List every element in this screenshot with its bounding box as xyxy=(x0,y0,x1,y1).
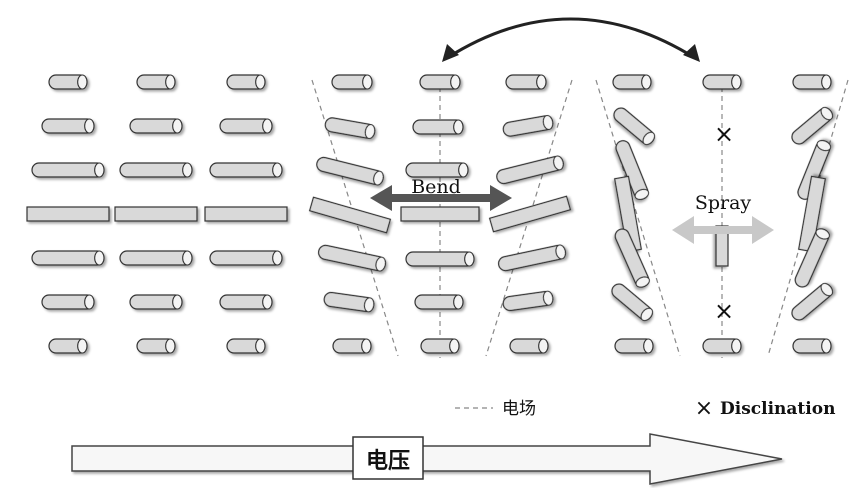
molecule-slab xyxy=(797,175,827,253)
molecule-cylinder xyxy=(31,250,105,266)
legend-disclination-label: Disclination xyxy=(720,399,835,419)
molecule-cylinder xyxy=(136,74,176,90)
molecule-cylinder xyxy=(324,117,376,140)
molecule-slab xyxy=(488,195,572,233)
molecule-cylinder xyxy=(316,156,384,186)
molecule-slab xyxy=(26,206,110,222)
molecule-slab xyxy=(400,206,480,222)
molecule-cylinder xyxy=(613,107,656,146)
molecule-cylinder xyxy=(414,294,464,310)
molecule-cylinder xyxy=(317,244,387,272)
molecule-slab xyxy=(114,206,198,222)
molecule-cylinder xyxy=(497,244,567,272)
molecule-cylinder xyxy=(502,114,554,137)
molecule-cylinder xyxy=(797,139,832,200)
molecule-cylinder xyxy=(332,338,372,354)
voltage-label: 电压 xyxy=(366,449,410,474)
molecule-cylinder xyxy=(502,290,554,312)
molecule-cylinder xyxy=(702,74,742,90)
bend-label: Bend xyxy=(411,176,461,198)
molecule-cylinder xyxy=(420,338,460,354)
molecule-cylinder xyxy=(41,118,95,134)
field-lines xyxy=(311,78,849,358)
transition-curve-arrow xyxy=(446,17,696,60)
molecule-cylinder xyxy=(791,282,834,321)
molecule-cylinder xyxy=(702,338,742,354)
molecule-cylinder xyxy=(611,283,654,322)
molecule-cylinder xyxy=(209,162,283,178)
molecule-cylinder xyxy=(136,338,176,354)
spray-arrow xyxy=(672,216,774,244)
disclination-mark: × xyxy=(714,297,734,325)
molecule-cylinder xyxy=(323,291,375,313)
molecule-cylinder xyxy=(791,106,834,145)
molecule-cylinder xyxy=(792,338,832,354)
molecule-cylinder xyxy=(31,162,105,178)
molecule-cylinder xyxy=(496,155,564,185)
molecule-cylinder xyxy=(119,162,193,178)
field-line xyxy=(595,79,681,357)
molecule-slab xyxy=(308,196,392,234)
molecule-cylinder xyxy=(119,250,193,266)
molecule-cylinder xyxy=(405,162,469,178)
molecule-slab xyxy=(204,206,288,222)
curve-arrowhead-left xyxy=(442,44,459,62)
molecule-layer xyxy=(26,74,834,354)
molecule-cylinder xyxy=(219,294,273,310)
voltage-label-box xyxy=(352,436,424,480)
molecule-cylinder xyxy=(226,74,266,90)
molecule-cylinder xyxy=(614,338,654,354)
molecule-cylinder xyxy=(48,74,88,90)
voltage-arrow xyxy=(71,433,783,485)
spray-label: Spray xyxy=(695,192,752,214)
molecule-cylinder xyxy=(331,74,373,90)
molecule-cylinder xyxy=(419,74,461,90)
molecule-cylinder xyxy=(226,338,266,354)
legend-disclination-mark: × xyxy=(695,396,713,421)
molecule-cylinder xyxy=(209,250,283,266)
molecule-cylinder xyxy=(219,118,273,134)
bend-arrow xyxy=(370,185,512,211)
molecule-cylinder xyxy=(41,294,95,310)
molecule-cylinder xyxy=(129,294,183,310)
molecule-cylinder xyxy=(48,338,88,354)
molecule-cylinder xyxy=(509,338,549,354)
molecule-cylinder xyxy=(129,118,183,134)
molecule-cylinder xyxy=(412,119,464,135)
molecule-cylinder xyxy=(792,74,832,90)
molecule-cylinder xyxy=(794,228,830,288)
legend-field-label: 电场 xyxy=(502,399,536,419)
molecule-cylinder xyxy=(505,74,547,90)
curve-arrowhead-right xyxy=(683,44,700,62)
molecule-cylinder xyxy=(612,74,652,90)
field-line xyxy=(767,79,849,357)
molecule-cylinder xyxy=(614,228,650,288)
molecule-cylinder xyxy=(405,251,475,267)
disclination-mark: × xyxy=(714,120,734,148)
molecule-cylinder xyxy=(615,140,650,201)
